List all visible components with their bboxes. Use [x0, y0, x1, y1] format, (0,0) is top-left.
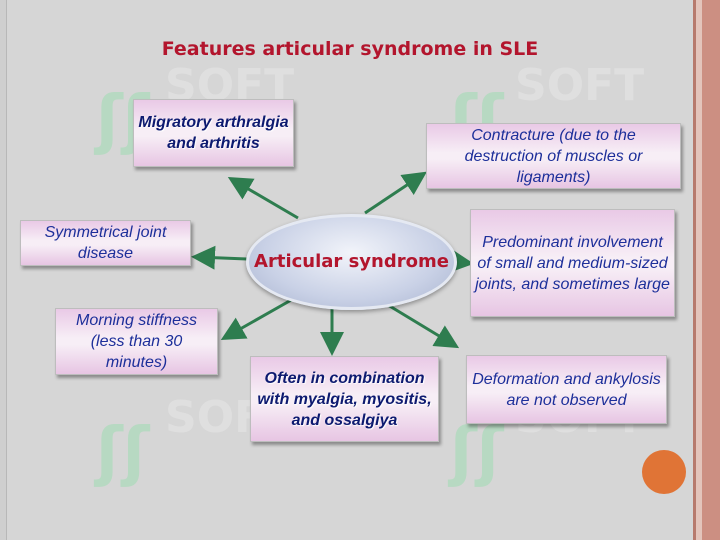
- slide-title: Features articular syndrome in SLE: [161, 38, 539, 60]
- box-combination: Often in combination with myalgia, myosi…: [250, 356, 439, 442]
- arrow-to-migratory: [227, 176, 299, 220]
- arrow-to-symmetrical: [191, 245, 248, 270]
- watermark-logo-icon: ʃʃ: [96, 415, 150, 489]
- edge-line: [693, 0, 696, 540]
- edge-stripe-outer: [702, 0, 720, 540]
- box-deformation: Deformation and ankylosis are not observ…: [466, 355, 667, 424]
- arrow-to-morning: [220, 297, 294, 340]
- arrow-to-deformation: [382, 300, 460, 349]
- box-morning: Morning stiffness (less than 30 minutes): [55, 308, 218, 375]
- edge-stripe-inner: [696, 0, 702, 540]
- arrow-to-contracture: [364, 171, 427, 215]
- watermark-logo-icon: ʃʃ: [450, 415, 504, 489]
- box-predominant: Predominant involvement of small and med…: [470, 209, 675, 317]
- central-node: Articular syndrome: [246, 214, 457, 310]
- box-symmetrical: Symmetrical joint disease: [20, 220, 191, 266]
- box-contracture: Contracture (due to the destruction of m…: [426, 123, 681, 189]
- orange-dot-icon: [642, 450, 686, 494]
- box-migratory: Migratory arthralgia and arthritis: [133, 99, 294, 167]
